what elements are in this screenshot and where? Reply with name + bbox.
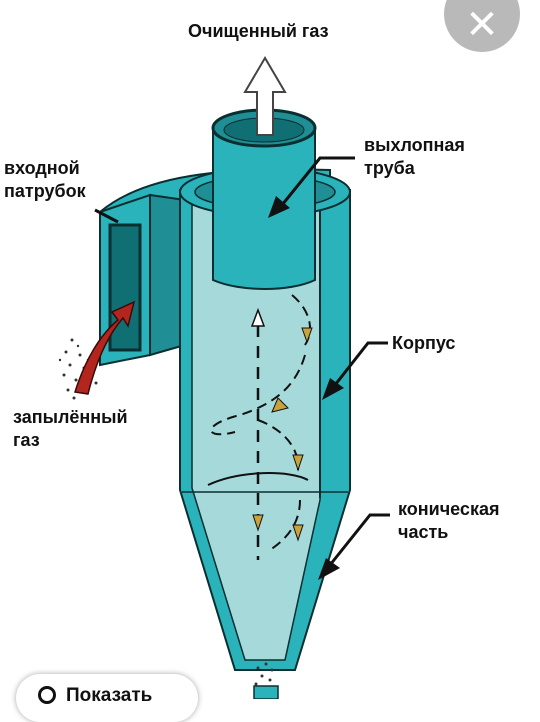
label-dusty-gas-line2: газ — [13, 430, 40, 450]
cyclone-diagram — [58, 56, 390, 699]
clean-gas-arrow — [243, 56, 287, 136]
label-inlet-line1: входной — [4, 158, 80, 178]
dusty-gas-arrow — [74, 300, 136, 395]
label-exhaust-pipe-line2: труба — [364, 158, 415, 178]
leader-conical-arrowhead — [318, 558, 340, 580]
leader-conical — [328, 513, 390, 566]
swirl-arrowheads — [252, 327, 313, 542]
swirl-line-5 — [269, 499, 301, 551]
label-body: Корпус — [392, 333, 456, 353]
lens-icon — [38, 686, 56, 704]
leader-inlet — [94, 208, 119, 224]
swirl-line-2 — [210, 354, 306, 436]
close-icon: ✕ — [465, 2, 499, 48]
bottom-outlet — [253, 685, 279, 699]
leader-body — [333, 341, 388, 386]
label-exhaust-pipe-line1: выхлопная — [364, 135, 465, 155]
swirl-line-4 — [207, 472, 309, 486]
up-flow-arrowhead — [250, 307, 266, 327]
label-inlet-line2: патрубок — [4, 181, 86, 201]
show-more-chip[interactable]: Показать — [16, 674, 198, 722]
leader-body-arrowhead — [322, 378, 344, 400]
leader-exhaust-pipe — [280, 156, 355, 206]
label-conical-line1: коническая — [398, 499, 500, 519]
show-more-chip-label: Показать — [66, 685, 153, 706]
swirl-line-3 — [257, 419, 300, 471]
dust-outlet — [254, 662, 274, 686]
label-clean-gas: Очищенный газ — [188, 21, 329, 41]
label-conical-line2: часть — [398, 522, 449, 542]
inlet-opening — [108, 223, 142, 352]
label-dusty-gas-line1: запылённый — [13, 407, 128, 427]
exhaust-pipe — [212, 127, 316, 290]
leader-exhaust-arrowhead — [268, 196, 290, 218]
